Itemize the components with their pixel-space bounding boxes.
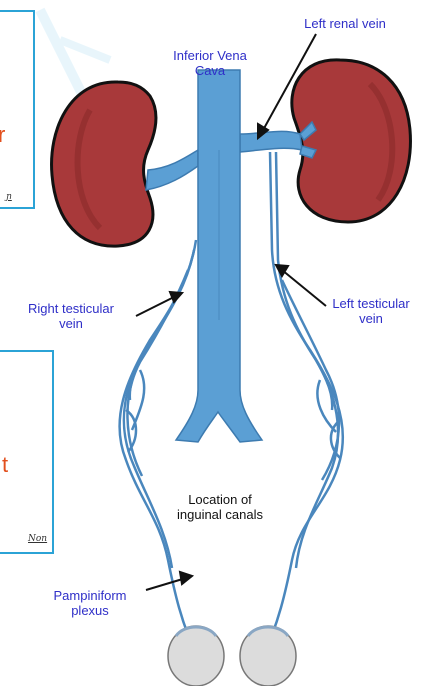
ivc-line1: Inferior Vena (150, 48, 270, 63)
arrow-pampiniform-plexus (146, 578, 186, 590)
left-kidney (292, 60, 411, 222)
arrow-right-testicular-vein (136, 296, 176, 316)
ivc-line2: Cava (150, 63, 270, 78)
side-card-bottom-letter: t (2, 452, 8, 478)
left-renal-vein-text: Left renal vein (280, 16, 410, 31)
left-renal-vein (240, 131, 302, 152)
pampiniform-line1: Pampiniform (30, 588, 150, 603)
label-inferior-vena-cava: Inferior Vena Cava (150, 48, 270, 78)
side-card-top-letter: r (0, 122, 5, 148)
left-testicular-line1: Left testicular (310, 296, 432, 311)
side-card-top-signature: ɲ (6, 192, 12, 202)
inguinal-line1: Location of (160, 492, 280, 507)
inguinal-line2: inguinal canals (160, 507, 280, 522)
testes (168, 626, 296, 686)
label-inguinal-canals: Location of inguinal canals (160, 492, 280, 522)
side-card-bottom: t Non (0, 350, 54, 554)
side-card-bottom-signature: Non (28, 534, 47, 544)
left-testicular-vein (270, 152, 343, 640)
right-testicular-line1: Right testicular (6, 301, 136, 316)
left-testicular-line2: vein (310, 311, 432, 326)
label-left-testicular-vein: Left testicular vein (310, 296, 432, 326)
right-kidney (52, 82, 156, 246)
right-testicular-line2: vein (6, 316, 136, 331)
label-pampiniform-plexus: Pampiniform plexus (30, 588, 150, 618)
inferior-vena-cava (176, 70, 262, 442)
side-card-top: r ɲ (0, 10, 35, 209)
label-left-renal-vein: Left renal vein (280, 16, 410, 31)
pampiniform-line2: plexus (30, 603, 150, 618)
label-right-testicular-vein: Right testicular vein (6, 301, 136, 331)
